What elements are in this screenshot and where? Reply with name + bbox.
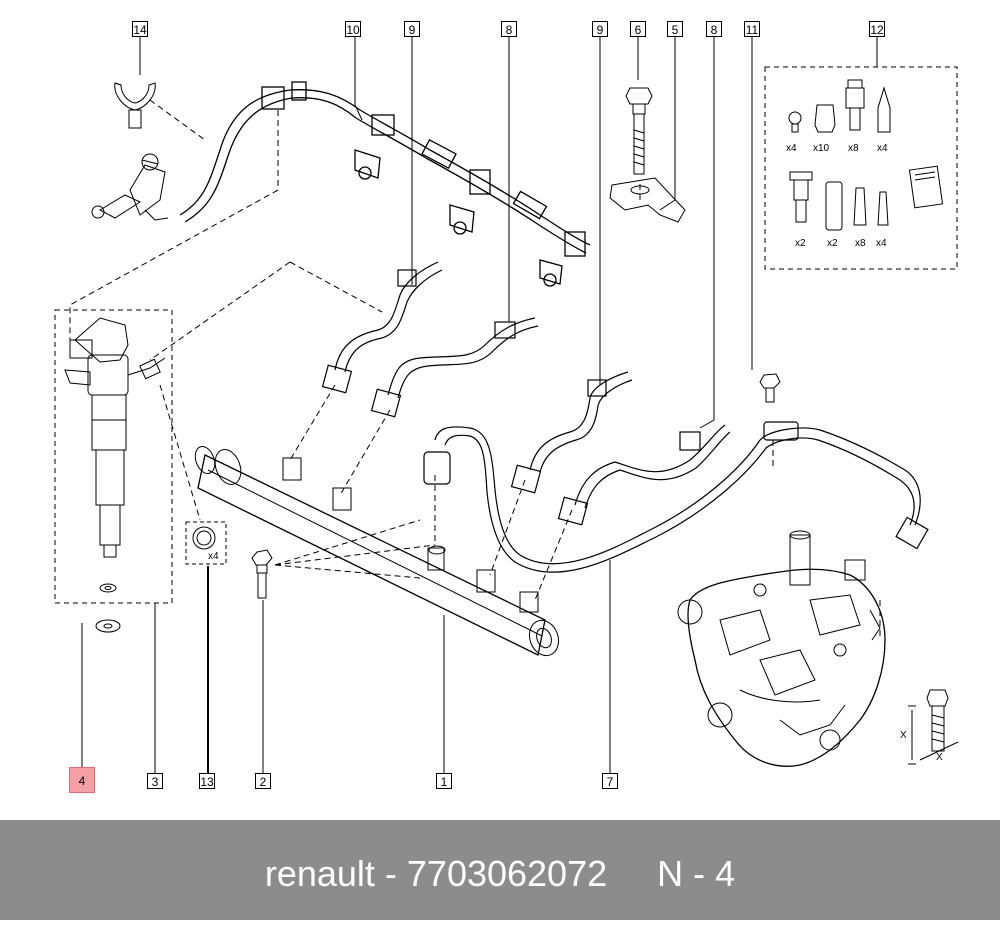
kit-qty-4: x4: [877, 143, 888, 154]
part-10-return-pipe: [179, 81, 591, 287]
callout-5: 5: [667, 21, 683, 37]
kit-qty-7: x8: [855, 238, 866, 249]
kit-qty-2: x10: [813, 143, 830, 154]
leader-14: [149, 99, 206, 141]
callout-9-b: 9: [592, 21, 608, 37]
part-7-supply-pipe: [423, 421, 929, 573]
leader-bolt-2a: [274, 544, 436, 566]
leader-13: [159, 384, 201, 521]
seal-quantity: x4: [208, 551, 219, 562]
callout-3: 3: [147, 773, 163, 789]
kit-qty-6: x2: [827, 238, 838, 249]
callout-4-highlighted[interactable]: 4: [69, 767, 95, 793]
callout-1: 1: [436, 773, 452, 789]
part-12-kit: [788, 79, 944, 231]
kit-qty-8: x4: [876, 238, 887, 249]
part-4-washer: [95, 619, 121, 633]
part-3-injector: [64, 317, 166, 558]
leader-bolt-2c: [274, 564, 421, 579]
callout-10: 10: [345, 21, 361, 37]
part-14-clip: [114, 82, 156, 129]
part-8-pipe-b: [557, 424, 731, 526]
part-2-bolt: [251, 549, 273, 599]
leader-pipe-rail-4: [534, 509, 573, 601]
callout-8-a: 8: [501, 21, 517, 37]
line-8b: [699, 37, 715, 429]
callout-13: 13: [199, 773, 215, 789]
part-8-pipe-a: [370, 317, 539, 418]
kit-qty-1: x4: [786, 143, 797, 154]
line-5: [659, 37, 676, 211]
part-reference: renault - 7703062072 N - 4: [264, 853, 736, 894]
exploded-parts-diagram: 14 10 9 8 9 6 5 8 11 12 4 3 13 2 1 7 x4 …: [54, 21, 959, 793]
callout-2: 2: [255, 773, 271, 789]
callout-7: 7: [602, 773, 618, 789]
leader-pipe-rail-3: [489, 479, 526, 576]
callout-11: 11: [744, 21, 760, 37]
part-9-pipe-a: [321, 261, 443, 394]
part-6-bolt: [625, 87, 653, 175]
dimension-label-x-1: X: [900, 730, 907, 741]
washer-a: [99, 583, 117, 593]
callout-8-b: 8: [706, 21, 722, 37]
connector-assembly: [91, 153, 169, 221]
part-5-clamp: [609, 177, 686, 223]
dimension-detail: [908, 689, 959, 765]
callout-14: 14: [132, 21, 148, 37]
kit-box: [764, 66, 958, 270]
diagram-drawing: [54, 37, 959, 773]
callout-6: 6: [630, 21, 646, 37]
callout-9-a: 9: [404, 21, 420, 37]
high-pressure-pump: [677, 530, 886, 767]
footer-bar: renault - 7703062072 N - 4: [0, 820, 1000, 920]
part-1-rail: [194, 445, 560, 657]
kit-qty-5: x2: [795, 238, 806, 249]
leader-injector-link: [149, 261, 291, 361]
callout-12: 12: [869, 21, 885, 37]
line-10: [354, 37, 363, 121]
leader-10-to-injector: [69, 110, 279, 340]
part-11-bolt: [759, 373, 781, 403]
leader-pipe-rail-2: [339, 409, 391, 496]
leader-pipe-group: [289, 261, 383, 313]
leader-pipe-rail-1: [289, 384, 336, 461]
part-9-pipe-b: [510, 371, 633, 494]
kit-qty-3: x8: [848, 143, 859, 154]
seal-box: [185, 521, 227, 565]
dimension-label-x-2: X: [936, 752, 943, 763]
leader-bolt-2b: [274, 519, 421, 566]
part-13-seal: [192, 526, 216, 550]
injector-group-box: [54, 309, 173, 604]
